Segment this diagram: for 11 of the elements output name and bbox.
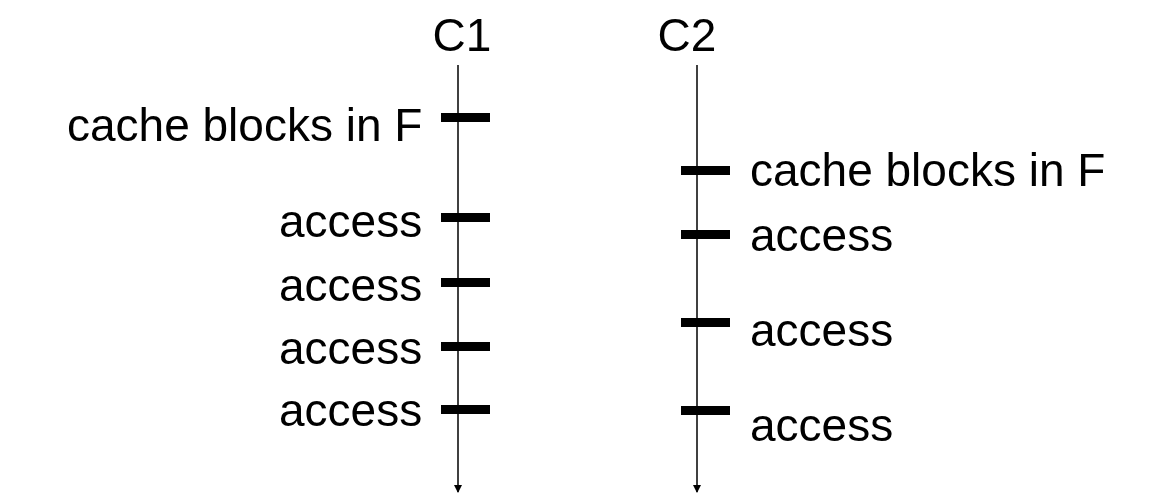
event-label: access: [279, 384, 423, 436]
event-label: access: [279, 259, 423, 311]
event-label: access: [279, 195, 423, 247]
timeline-label: C2: [657, 9, 717, 61]
event-label: cache blocks in F: [750, 144, 1106, 196]
timeline-label: C1: [432, 9, 492, 61]
event-label: cache blocks in F: [67, 99, 423, 151]
event-label: access: [750, 304, 894, 356]
event-label: access: [750, 399, 894, 451]
event-label: access: [750, 209, 894, 261]
event-label: access: [279, 322, 423, 374]
